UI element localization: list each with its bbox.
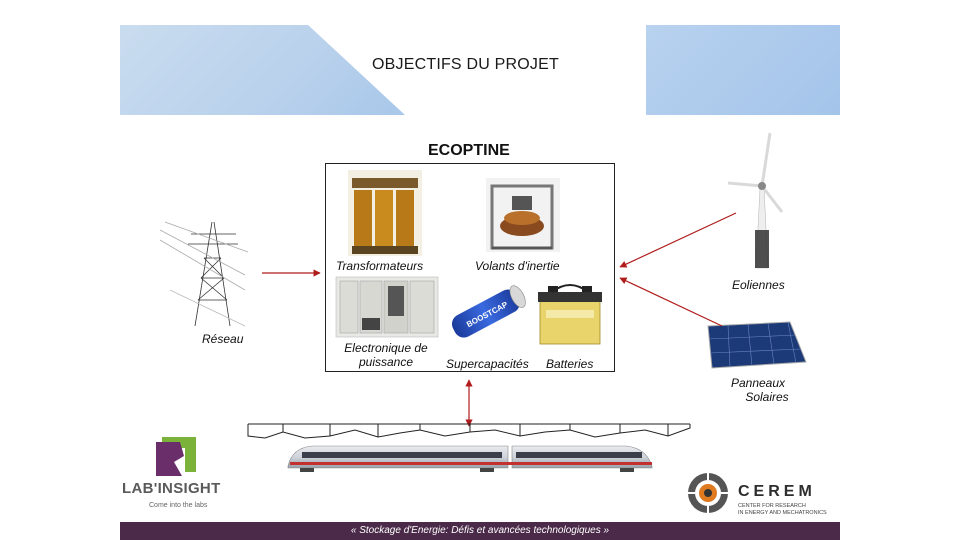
power-electronics-icon — [335, 276, 439, 338]
label-transformers: Transformateurs — [336, 259, 424, 273]
ecoptine-title: ECOPTINE — [428, 142, 510, 159]
footer-text: « Stockage d'Energie: Défis et avancées … — [350, 525, 610, 536]
cerem-tagline: CENTER FOR RESEARCH IN ENERGY AND MECHAT… — [738, 503, 848, 517]
label-supercaps: Supercapacités — [446, 357, 529, 371]
lab-insight-name: LAB'INSIGHT — [122, 480, 221, 497]
label-power-electronics-line1: Electronique de — [344, 341, 428, 355]
label-power-electronics: Electronique de puissance — [336, 341, 436, 369]
footer-bar: « Stockage d'Energie: Défis et avancées … — [120, 522, 840, 540]
cerem-logo-icon — [687, 472, 729, 514]
label-flywheels: Volants d'inertie — [475, 259, 560, 273]
arrow-wind-to-box — [619, 212, 737, 268]
label-solar: Panneaux Solaires — [722, 376, 794, 404]
cerem-tagline-line2: IN ENERGY AND MECHATRONICS — [738, 510, 827, 516]
label-power-electronics-line2: puissance — [358, 355, 414, 369]
header-banner-right — [646, 25, 840, 115]
label-solar-line2: Solaires — [745, 390, 789, 404]
arrow-solar-to-box — [619, 277, 723, 327]
flywheel-icon — [486, 178, 560, 252]
label-grid: Réseau — [202, 332, 244, 346]
lab-insight-tagline: Come into the labs — [149, 502, 208, 509]
wind-turbine-icon — [727, 132, 784, 269]
pylon-icon — [159, 221, 249, 327]
cerem-logo-text: CEREM — [738, 483, 816, 500]
label-wind: Eoliennes — [732, 278, 785, 292]
battery-icon — [538, 284, 602, 345]
solar-panel-icon — [707, 321, 807, 369]
tram-icon — [287, 445, 653, 472]
lab-insight-logo-text: LAB'INSIGHT — [122, 480, 221, 497]
supercapacitor-icon: BOOSTCAP — [451, 285, 526, 338]
label-solar-line1: Panneaux — [730, 376, 786, 390]
lab-insight-logo-icon — [156, 437, 196, 476]
transformer-icon — [348, 170, 422, 256]
slide-title: OBJECTIFS DU PROJET — [372, 56, 559, 73]
catenary-line — [247, 423, 691, 439]
label-batteries: Batteries — [546, 357, 594, 371]
cerem-tagline-line1: CENTER FOR RESEARCH — [738, 503, 806, 509]
